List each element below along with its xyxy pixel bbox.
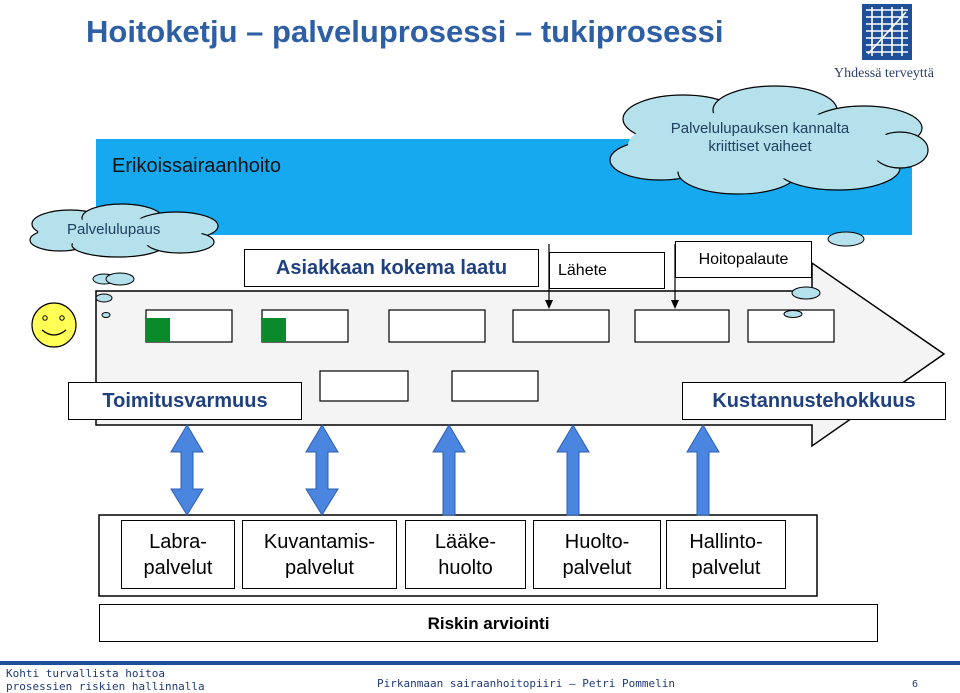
support-service-maintenance: Huolto- palvelut — [533, 520, 661, 589]
support-service-line1: Lääke- — [434, 531, 497, 553]
cost-efficiency-box: Kustannustehokkuus — [682, 382, 946, 420]
up-arrow — [686, 424, 720, 516]
cloud-fill — [628, 111, 892, 179]
support-service-pharmacy: Lääke- huolto — [405, 520, 526, 589]
footer-left-line1: Kohti turvallista hoitoa — [6, 667, 165, 680]
thought-bubble — [95, 293, 113, 303]
support-service-line2: palvelut — [691, 557, 761, 579]
risk-assessment-bar: Riskin arviointi — [99, 604, 878, 642]
customer-smiley-icon — [31, 302, 77, 348]
thought-bubble — [101, 312, 111, 318]
up-arrow — [432, 424, 466, 516]
up-arrow — [556, 424, 590, 516]
thought-bubble — [783, 310, 803, 318]
support-service-line2: huolto — [438, 557, 493, 579]
support-service-line2: palvelut — [143, 557, 213, 579]
process-step-box — [512, 309, 610, 343]
thought-bubble — [105, 272, 135, 286]
support-service-line1: Kuvantamis- — [263, 531, 376, 553]
support-service-line1: Huolto- — [564, 531, 630, 553]
risk-assessment-label: Riskin arviointi — [427, 614, 550, 633]
support-service-line1: Hallinto- — [689, 531, 763, 553]
brand-tagline: Yhdessä terveyttä — [834, 66, 934, 81]
thought-bubble — [791, 286, 821, 300]
feedback-box: Hoitopalaute — [675, 241, 812, 278]
service-promise-text: Palvelulupaus — [67, 221, 161, 238]
delivery-reliability-box: Toimitusvarmuus — [68, 382, 302, 420]
support-service-admin: Hallinto- palvelut — [666, 520, 786, 589]
specialist-care-label: Erikoissairaanhoito — [112, 155, 281, 177]
connector-arrows — [170, 424, 720, 516]
support-service-line2: palvelut — [285, 557, 354, 579]
thought-bubble — [827, 231, 865, 247]
support-service-lab: Labra- palvelut — [121, 520, 235, 589]
process-step-box — [319, 370, 409, 402]
support-service-imaging: Kuvantamis- palvelut — [242, 520, 397, 589]
process-step-box — [388, 309, 486, 343]
double-arrow — [170, 424, 204, 516]
support-service-line2: palvelut — [562, 557, 632, 579]
support-service-line1: Labra- — [149, 531, 207, 553]
footer-left-line2: prosessien riskien hallinnalla — [6, 680, 205, 693]
footer-divider — [0, 661, 960, 665]
referral-box: Lähete — [549, 252, 665, 289]
double-arrow — [305, 424, 339, 516]
customer-quality-box: Asiakkaan kokema laatu — [244, 249, 539, 287]
critical-phases-text: Palvelulupauksen kannalta kriittiset vai… — [670, 120, 850, 155]
brand-logo — [862, 4, 912, 60]
critical-marker — [262, 318, 286, 342]
critical-marker — [146, 318, 170, 342]
page-title: Hoitoketju – palveluprosessi – tukiprose… — [86, 14, 724, 49]
page-number: 6 — [912, 679, 919, 690]
cloud-fill — [38, 218, 202, 246]
footer-center: Pirkanmaan sairaanhoitopiiri – Petri Pom… — [377, 677, 676, 690]
process-step-box — [634, 309, 730, 343]
process-step-box — [451, 370, 539, 402]
